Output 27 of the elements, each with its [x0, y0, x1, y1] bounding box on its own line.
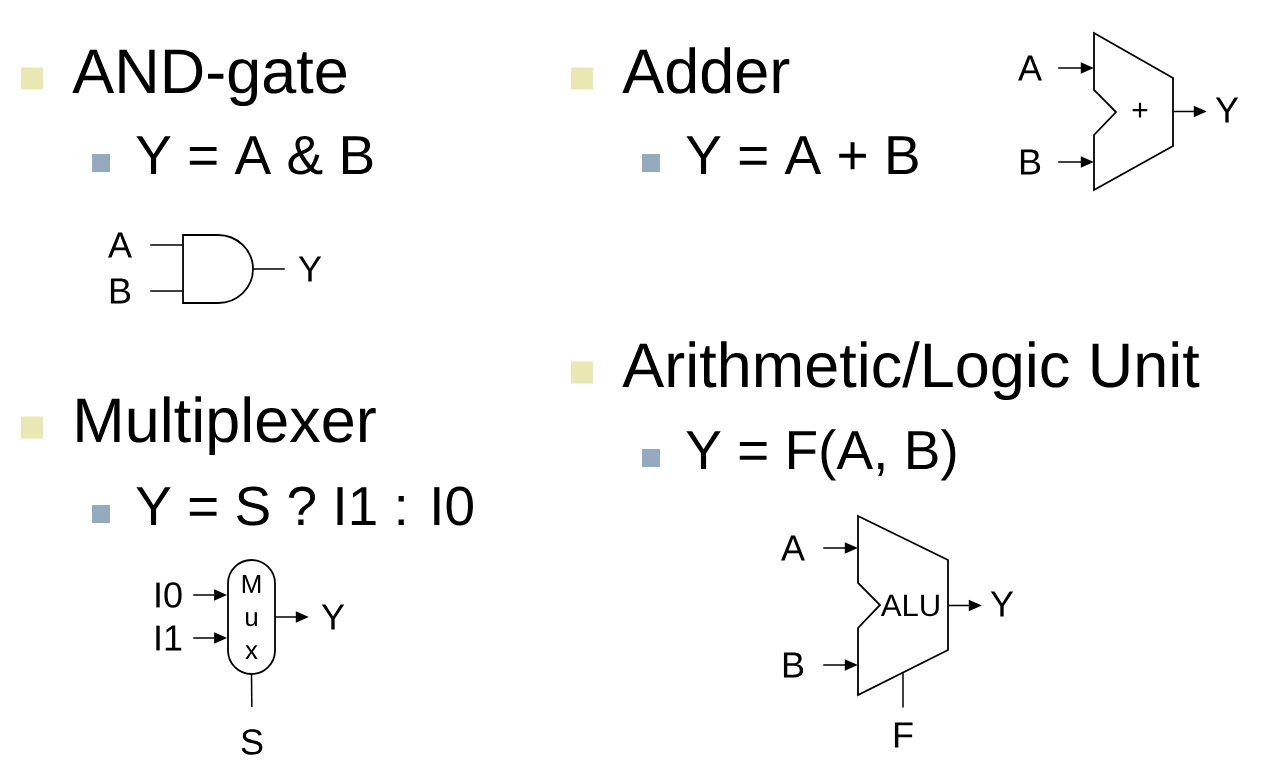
pin-label: A [781, 535, 805, 561]
bullet-text: Y = S ? I1 : I0 [136, 486, 473, 526]
wire [149, 244, 184, 246]
wire [252, 268, 286, 270]
pin-label: I0 [156, 582, 182, 608]
pin-label: B [783, 652, 804, 678]
heading: Adder [622, 47, 790, 94]
pin-label: Y [990, 591, 1014, 617]
pin-label: Y [1215, 97, 1239, 123]
pin-label: A [108, 232, 132, 258]
wire [250, 674, 253, 708]
pin-label: B [110, 278, 131, 304]
pin-label: B [1020, 149, 1041, 175]
pin-label: I1 [156, 625, 182, 651]
wire [149, 290, 184, 292]
pin-label: S [241, 729, 263, 755]
heading: Multiplexer [77, 396, 376, 456]
pin-label: Y [321, 604, 345, 630]
heading: AND-gate [72, 49, 346, 107]
bullet-text: Y = A + B [686, 136, 918, 174]
wire [902, 672, 904, 709]
pin-label: F [894, 722, 913, 748]
heading: Arithmetic/Logic Unit [622, 341, 1200, 401]
and-gate [182, 234, 254, 304]
pin-label: A [1018, 55, 1042, 81]
bullet-text: Y = A & B [136, 135, 373, 175]
pin-label: Y [298, 256, 322, 282]
